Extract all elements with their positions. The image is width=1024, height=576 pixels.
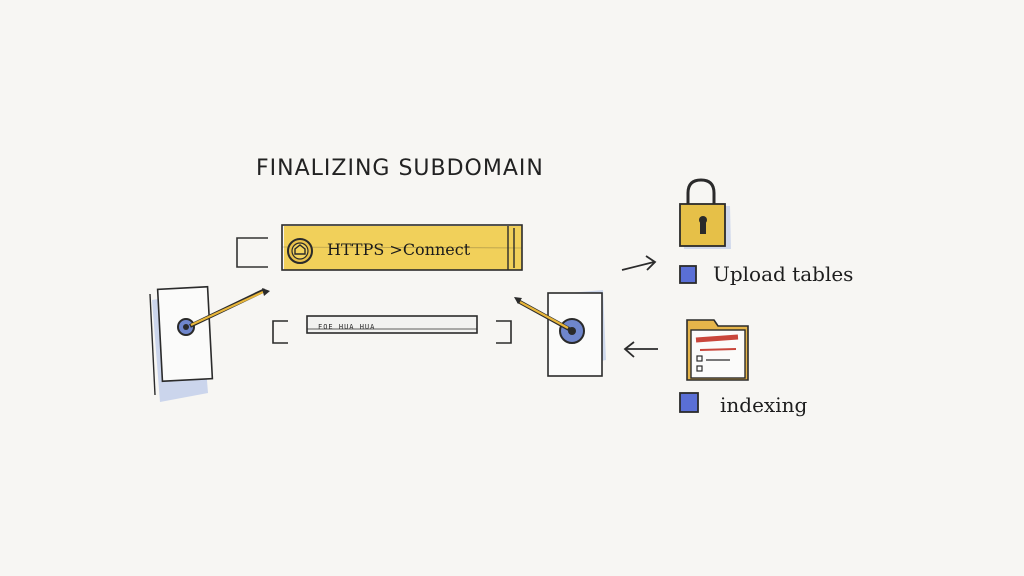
secondary-bar-label: FOE HUA HUA: [318, 323, 376, 331]
connection-progress-bar: [281, 224, 523, 271]
folder-icon: [686, 319, 749, 381]
arrow-right-icon: [621, 255, 657, 271]
task-label-upload: Upload tables: [713, 262, 854, 286]
page-title: FINALIZING SUBDOMAIN: [256, 156, 544, 181]
task-label-indexing: indexing: [720, 393, 808, 417]
right-panel-illustration: [514, 290, 606, 377]
secondary-progress-bar: [272, 315, 512, 344]
arrow-left-icon: [623, 341, 658, 358]
left-panel-illustration: [149, 285, 270, 402]
lock-icon: [679, 178, 731, 249]
upload-checkbox[interactable]: [679, 265, 697, 284]
left-bracket-box: [236, 237, 268, 268]
home-badge-icon: [287, 238, 313, 264]
connection-bar-label: HTTPS >Connect: [327, 240, 471, 259]
indexing-checkbox[interactable]: [679, 392, 699, 413]
